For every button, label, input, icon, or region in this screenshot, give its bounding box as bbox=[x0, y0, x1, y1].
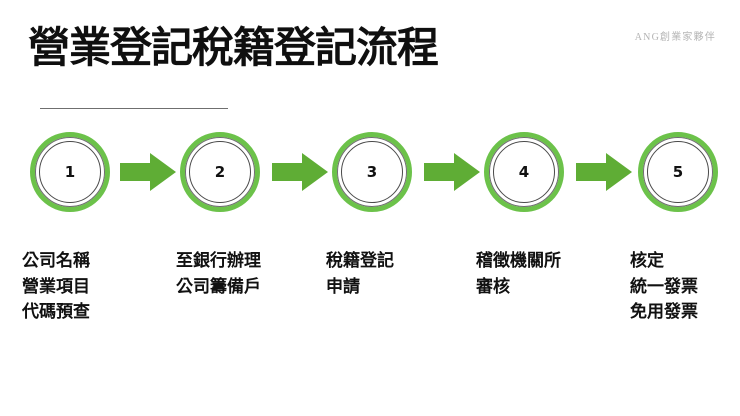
flow-captions: 公司名稱 營業項目 代碼預查 至銀行辦理 公司籌備戶 稅籍登記 申請 稽徵機關所… bbox=[0, 248, 740, 358]
flow-diagram: 1 2 3 bbox=[0, 132, 740, 214]
caption-line: 公司籌備戶 bbox=[176, 276, 261, 296]
node-number-label: 5 bbox=[672, 163, 684, 181]
flow-step-caption-4: 稽徵機關所 審核 bbox=[476, 248, 561, 299]
page-title: 營業登記稅籍登記流程 bbox=[28, 24, 439, 71]
node-inner-ring-icon bbox=[341, 141, 403, 203]
node-inner-ring-icon bbox=[189, 141, 251, 203]
caption-line: 代碼預查 bbox=[22, 302, 90, 321]
caption-line: 審核 bbox=[476, 276, 510, 296]
node-number-label: 2 bbox=[214, 163, 226, 181]
node-number-label: 4 bbox=[518, 163, 530, 181]
flow-step-node-2[interactable]: 2 bbox=[180, 132, 260, 212]
flow-step-caption-1: 公司名稱 營業項目 代碼預查 bbox=[22, 248, 90, 325]
flow-step-node-3[interactable]: 3 bbox=[332, 132, 412, 212]
right-arrow-icon-1 bbox=[120, 153, 176, 191]
node-number-label: 1 bbox=[64, 163, 76, 181]
flow-step-caption-5: 核定 統一發票 免用發票 bbox=[630, 248, 698, 325]
node-inner-ring-icon bbox=[39, 141, 101, 203]
right-arrow-icon-3 bbox=[424, 153, 480, 191]
node-inner-ring-icon bbox=[493, 141, 555, 203]
node-inner-ring-icon bbox=[647, 141, 709, 203]
caption-line: 稅籍登記 bbox=[326, 251, 394, 270]
caption-line: 免用發票 bbox=[630, 302, 698, 321]
flow-step-node-1[interactable]: 1 bbox=[30, 132, 110, 212]
flow-step-caption-2: 至銀行辦理 公司籌備戶 bbox=[176, 248, 261, 299]
right-arrow-icon-2 bbox=[272, 153, 328, 191]
caption-line: 統一發票 bbox=[630, 276, 698, 296]
flow-step-caption-3: 稅籍登記 申請 bbox=[326, 248, 394, 299]
caption-line: 至銀行辦理 bbox=[176, 251, 261, 270]
title-divider bbox=[40, 108, 228, 109]
watermark-label: ANG創業家夥伴 bbox=[634, 32, 716, 43]
caption-line: 申請 bbox=[326, 276, 360, 296]
flow-step-node-4[interactable]: 4 bbox=[484, 132, 564, 212]
node-number-label: 3 bbox=[366, 163, 378, 181]
flow-step-node-5[interactable]: 5 bbox=[638, 132, 718, 212]
caption-line: 核定 bbox=[630, 251, 664, 270]
right-arrow-icon-4 bbox=[576, 153, 632, 191]
caption-line: 營業項目 bbox=[22, 276, 90, 296]
caption-line: 公司名稱 bbox=[22, 251, 90, 270]
caption-line: 稽徵機關所 bbox=[476, 251, 561, 270]
